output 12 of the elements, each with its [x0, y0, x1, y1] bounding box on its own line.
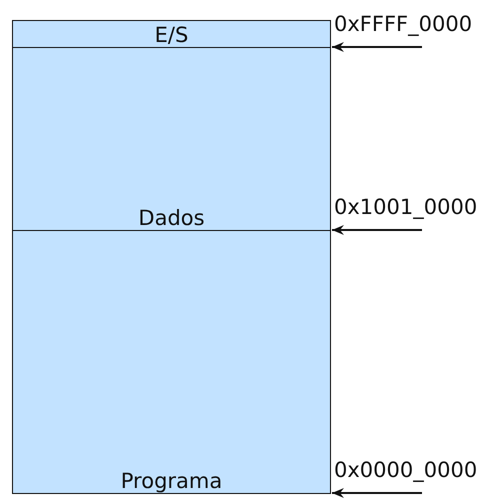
segment-name: Dados — [138, 206, 205, 230]
arrow — [332, 42, 422, 52]
arrow — [332, 225, 422, 235]
address-text: 0x0000_0000 — [334, 458, 478, 482]
address-text: 0x1001_0000 — [334, 195, 478, 219]
memory-segment — [12, 47, 331, 231]
arrow — [332, 488, 422, 498]
memory-segment — [12, 20, 331, 48]
segment-name: E/S — [154, 23, 188, 47]
memory-segment — [12, 230, 331, 494]
segment-name: Programa — [120, 469, 222, 493]
address-text: 0xFFFF_0000 — [334, 12, 472, 36]
